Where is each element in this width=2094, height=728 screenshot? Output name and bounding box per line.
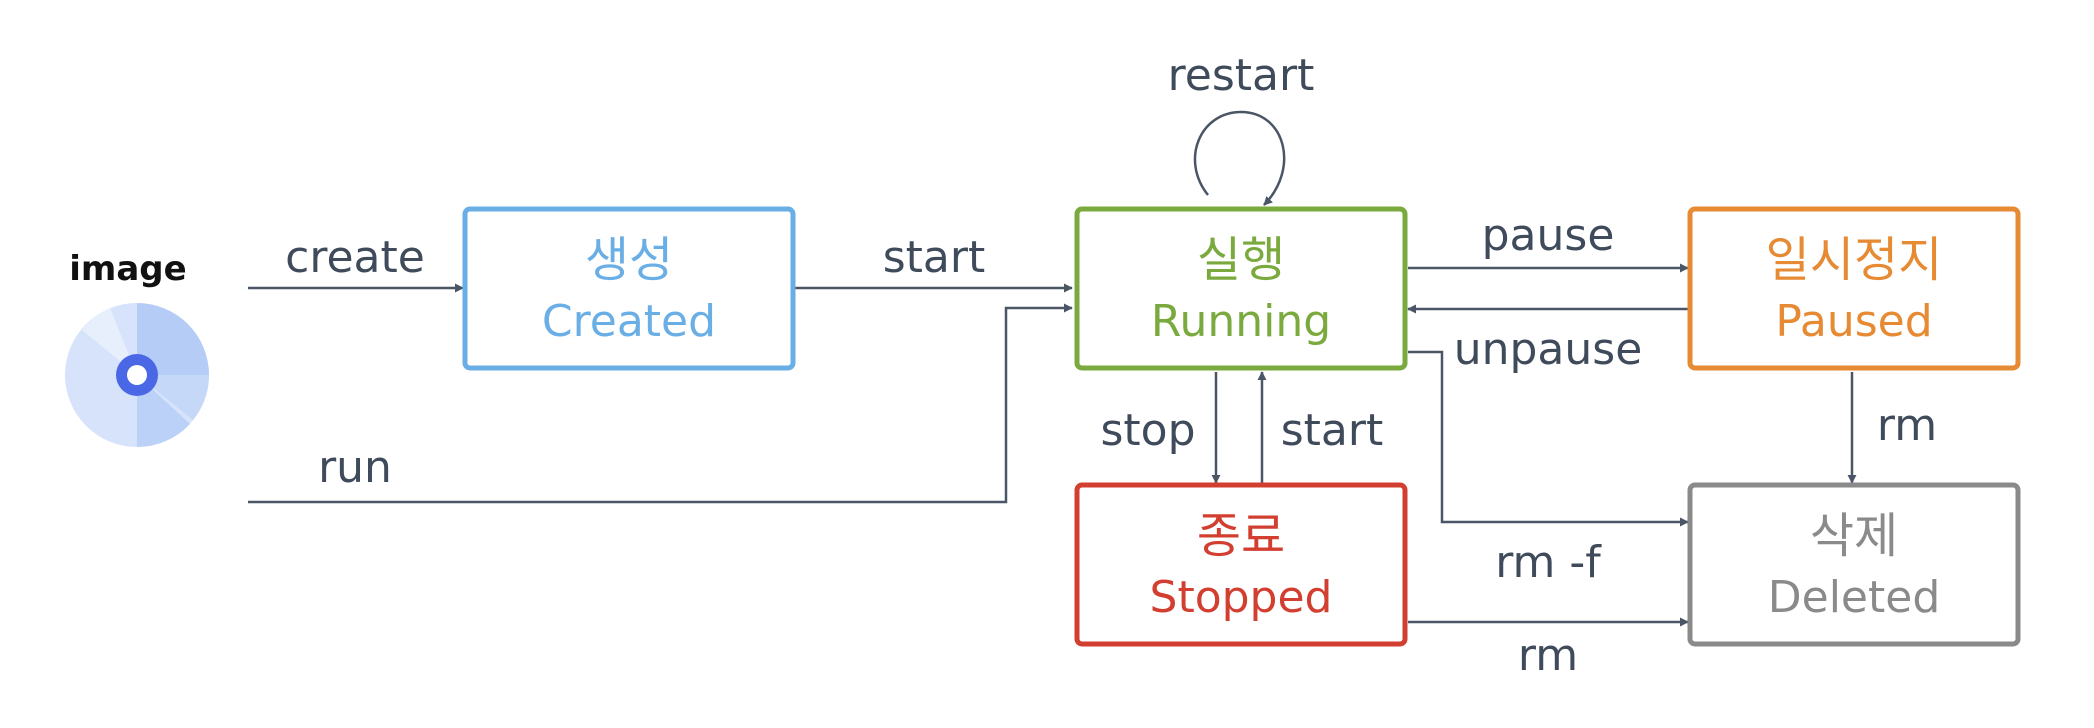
state-paused-english: Paused	[1775, 296, 1932, 347]
image-label: image	[69, 249, 186, 289]
state-running-english: Running	[1151, 296, 1331, 347]
state-deleted-english: Deleted	[1768, 572, 1941, 623]
start-label: start	[883, 232, 985, 283]
rm-from-paused-label: rm	[1877, 400, 1937, 451]
unpause-label: unpause	[1454, 324, 1643, 375]
state-running-korean: 실행	[1197, 232, 1285, 288]
rm-from-stopped-label: rm	[1518, 630, 1578, 681]
state-created-english: Created	[542, 296, 716, 347]
run-arrow	[248, 303, 1073, 504]
state-stopped-korean: 종료	[1197, 508, 1285, 564]
stop-label: stop	[1100, 405, 1195, 456]
state-created: 생성 Created	[462, 206, 796, 371]
state-paused-korean: 일시정지	[1766, 232, 1943, 288]
state-created-korean: 생성	[585, 232, 673, 288]
restart-label: restart	[1168, 50, 1315, 101]
pause-label: pause	[1482, 210, 1615, 261]
rm-force-label: rm -f	[1495, 537, 1602, 588]
state-paused: 일시정지 Paused	[1687, 206, 2021, 371]
rm-force-arrow	[1408, 350, 1689, 527]
state-deleted: 삭제 Deleted	[1687, 482, 2021, 647]
image-disc-icon	[65, 303, 209, 448]
state-deleted-korean: 삭제	[1810, 508, 1898, 564]
state-stopped-english: Stopped	[1150, 572, 1333, 623]
start-from-stopped-label: start	[1281, 405, 1383, 456]
state-running: 실행 Running	[1074, 206, 1408, 371]
restart-loop-arrow	[1193, 110, 1286, 206]
run-label: run	[318, 442, 392, 493]
create-label: create	[285, 232, 425, 283]
state-stopped: 종료 Stopped	[1074, 482, 1408, 647]
